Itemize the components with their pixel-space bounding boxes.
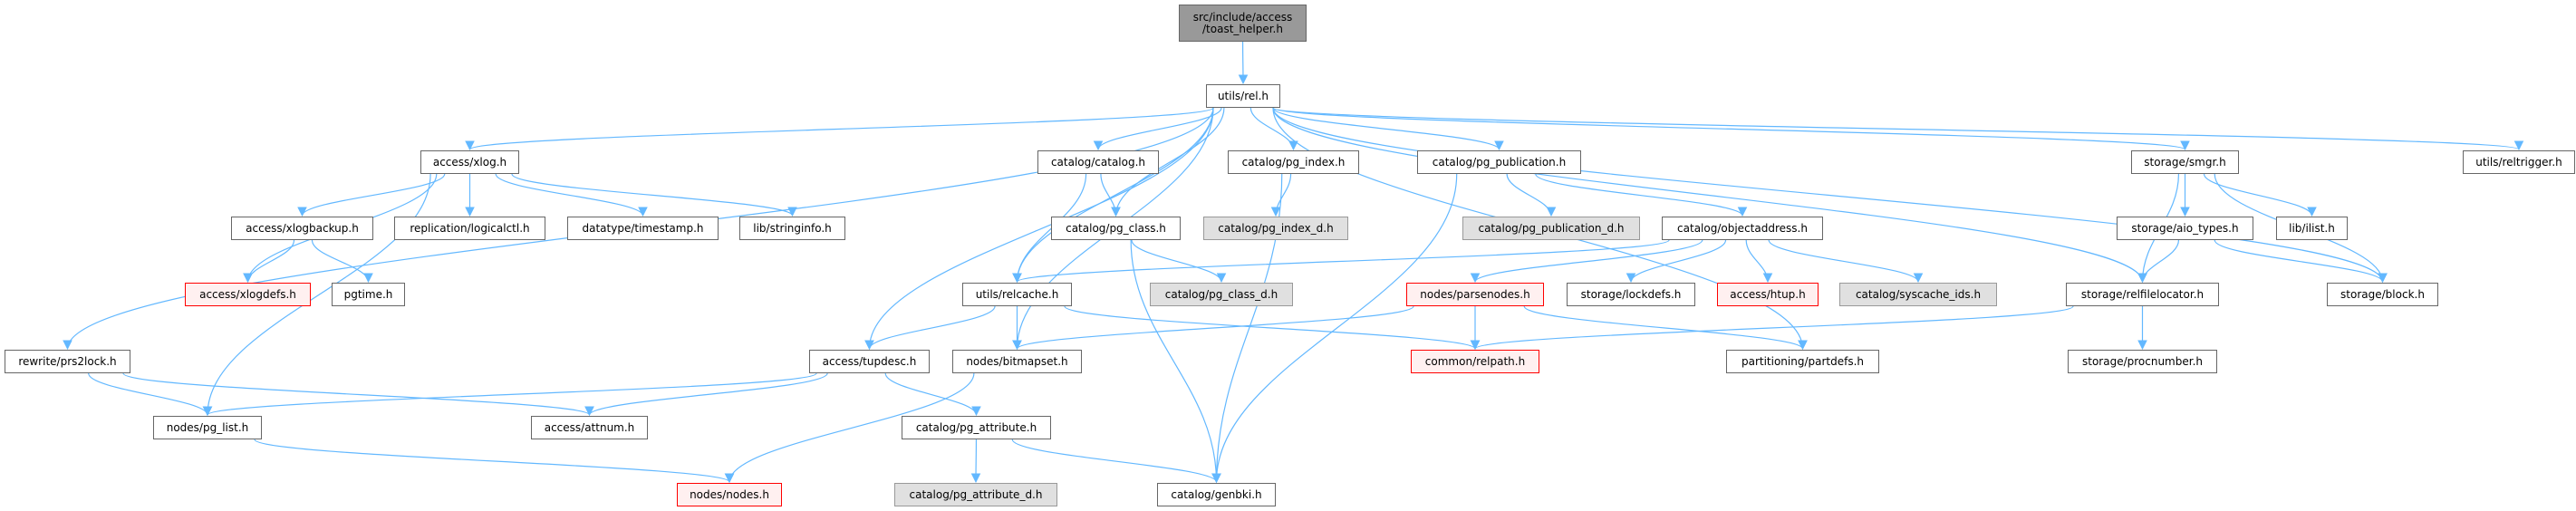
- node-syscache-ids[interactable]: catalog/syscache_ids.h: [1839, 283, 1997, 306]
- edge-parsenodes-to-bitmapset: [1012, 305, 1414, 351]
- edge-catalog-to-pg_class: [1100, 173, 1121, 217]
- node-pg-attribute[interactable]: catalog/pg_attribute.h: [902, 416, 1051, 439]
- node-smgr[interactable]: storage/smgr.h: [2131, 150, 2239, 174]
- node-timestamp[interactable]: datatype/timestamp.h: [567, 217, 719, 240]
- node-parsenodes[interactable]: nodes/parsenodes.h: [1406, 283, 1544, 306]
- edge-pg_index-to-pg_index_d: [1270, 173, 1292, 217]
- edge-xlogbackup-to-xlogdefs: [243, 239, 295, 284]
- edge-tupdesc-to-attnum: [584, 372, 828, 417]
- edge-rel-to-pg_publication: [1272, 107, 1504, 151]
- edge-rel-to-pg_index: [1249, 107, 1298, 151]
- edge-pg_class-to-genbki: [1130, 239, 1221, 484]
- node-block[interactable]: storage/block.h: [2327, 283, 2438, 306]
- edge-rel-to-pg_class: [1111, 107, 1225, 217]
- edge-objectaddress-to-parsenodes: [1470, 239, 1703, 284]
- edge-objectaddress-to-lockdefs: [1626, 239, 1727, 284]
- edge-xlog-to-timestamp: [495, 173, 648, 217]
- edge-xlog-to-xlogbackup: [297, 173, 446, 217]
- edge-rel-to-smgr: [1272, 107, 2190, 151]
- node-partdefs[interactable]: partitioning/partdefs.h: [1726, 350, 1879, 373]
- edge-pg_attribute-to-genbki: [1011, 439, 1221, 484]
- edge-rel-to-xlog: [465, 107, 1214, 151]
- edge-objectaddress-to-syscache_ids: [1768, 239, 1924, 284]
- edge-relcache-to-relpath: [1064, 305, 1481, 351]
- edge-objectaddress-to-htup: [1745, 239, 1773, 284]
- edge-objectaddress-to-relcache: [1012, 239, 1670, 284]
- node-pg-index-d[interactable]: catalog/pg_index_d.h: [1203, 217, 1348, 240]
- node-pg-publication-d[interactable]: catalog/pg_publication_d.h: [1462, 217, 1640, 240]
- edge-aio_types-to-relfilelocator: [2137, 239, 2180, 284]
- node-pg-list[interactable]: nodes/pg_list.h: [153, 416, 262, 439]
- node-pg-class-d[interactable]: catalog/pg_class_d.h: [1150, 283, 1293, 306]
- node-relcache[interactable]: utils/relcache.h: [962, 283, 1072, 306]
- edge-pg_list-to-nodes: [254, 439, 735, 484]
- edge-parsenodes-to-partdefs: [1523, 305, 1808, 351]
- node-htup[interactable]: access/htup.h: [1717, 283, 1819, 306]
- edge-aio_types-to-block: [2214, 239, 2388, 284]
- node-xlogbackup[interactable]: access/xlogbackup.h: [231, 217, 373, 240]
- edge-tupdesc-to-pg_list: [202, 372, 817, 417]
- node-relpath[interactable]: common/relpath.h: [1411, 350, 1539, 373]
- node-catalog[interactable]: catalog/catalog.h: [1037, 150, 1159, 174]
- node-logicalctl[interactable]: replication/logicalctl.h: [394, 217, 545, 240]
- node-root: src/include/access /toast_helper.h: [1179, 5, 1307, 42]
- edge-rel-to-catalog: [1093, 107, 1222, 151]
- node-relfilelocator[interactable]: storage/relfilelocator.h: [2066, 283, 2219, 306]
- node-lockdefs[interactable]: storage/lockdefs.h: [1567, 283, 1695, 306]
- edge-rel-to-block: [1272, 107, 2388, 284]
- node-tupdesc[interactable]: access/tupdesc.h: [809, 350, 930, 373]
- node-attnum[interactable]: access/attnum.h: [531, 416, 648, 439]
- edge-rel-to-reltrigger: [1272, 107, 2523, 151]
- edge-prs2lock-to-pg_list: [88, 372, 213, 417]
- node-pg-attribute-d[interactable]: catalog/pg_attribute_d.h: [894, 483, 1057, 506]
- node-xlogdefs[interactable]: access/xlogdefs.h: [185, 283, 311, 306]
- node-pg-publication[interactable]: catalog/pg_publication.h: [1417, 150, 1581, 174]
- edge-pg_publication-to-genbki: [1211, 173, 1458, 484]
- edge-rel-to-relcache: [1012, 107, 1214, 284]
- edge-smgr-to-ilist: [2203, 173, 2317, 217]
- edge-prs2lock-to-attnum: [122, 372, 594, 417]
- edge-relfilelocator-to-relpath: [1470, 305, 2074, 351]
- node-nodes[interactable]: nodes/nodes.h: [677, 483, 782, 506]
- edge-pg_class-to-pg_class_d: [1131, 239, 1227, 284]
- edge-xlog-to-stringinfo: [511, 173, 797, 217]
- node-xlog[interactable]: access/xlog.h: [420, 150, 519, 174]
- edge-bitmapset-to-nodes: [724, 372, 975, 484]
- edge-tupdesc-to-pg_attribute: [884, 372, 981, 417]
- node-procnumber[interactable]: storage/procnumber.h: [2068, 350, 2217, 373]
- edge-relcache-to-tupdesc: [864, 305, 996, 351]
- node-prs2lock[interactable]: rewrite/prs2lock.h: [5, 350, 130, 373]
- edge-pg_publication-to-objectaddress: [1535, 173, 1748, 217]
- node-aio-types[interactable]: storage/aio_types.h: [2117, 217, 2253, 240]
- node-reltrigger[interactable]: utils/reltrigger.h: [2463, 150, 2575, 174]
- node-pg-class[interactable]: catalog/pg_class.h: [1051, 217, 1181, 240]
- node-bitmapset[interactable]: nodes/bitmapset.h: [952, 350, 1082, 373]
- node-objectaddress[interactable]: catalog/objectaddress.h: [1662, 217, 1823, 240]
- node-stringinfo[interactable]: lib/stringinfo.h: [739, 217, 845, 240]
- edge-rel-to-relfilelocator: [1272, 107, 2147, 284]
- node-ilist[interactable]: lib/ilist.h: [2276, 217, 2348, 240]
- node-rel[interactable]: utils/rel.h: [1206, 84, 1280, 108]
- edge-pg_publication-to-pg_publication_d: [1506, 173, 1557, 217]
- edge-xlog-to-pg_list: [202, 173, 431, 417]
- node-pgtime[interactable]: pgtime.h: [332, 283, 405, 306]
- node-pg-index[interactable]: catalog/pg_index.h: [1228, 150, 1359, 174]
- edge-xlogbackup-to-pgtime: [311, 239, 373, 284]
- node-genbki[interactable]: catalog/genbki.h: [1157, 483, 1276, 506]
